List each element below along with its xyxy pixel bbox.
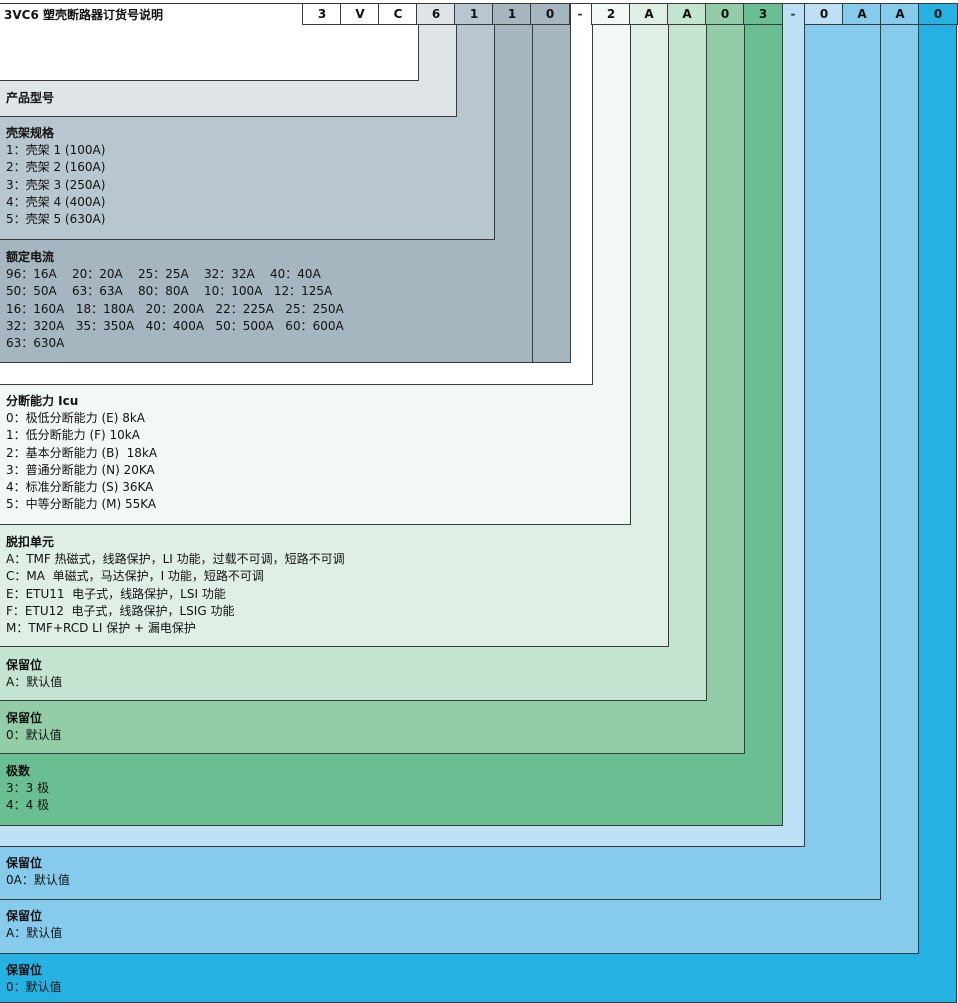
section-product-type: 产品型号	[6, 90, 54, 107]
section-title: 保留位	[6, 856, 43, 870]
section-line: A：默认值	[6, 926, 63, 941]
section-line: C：MA 单磁式，马达保护，I 功能，短路不可调	[6, 569, 264, 584]
section-line: 50：50A 63：63A 80：80A 10：100A 12：125A	[6, 284, 333, 299]
section-line: M：TMF+RCD LI 保护 + 漏电保护	[6, 621, 196, 636]
section-line: 63：630A	[6, 336, 65, 351]
section-frame-size: 壳架规格 1：壳架 1 (100A) 2：壳架 2 (160A) 3：壳架 3 …	[6, 125, 105, 228]
section-title: 保留位	[6, 711, 43, 725]
section-line: 5：中等分断能力 (M) 55KA	[6, 497, 157, 512]
code-digit-5: 1	[454, 3, 494, 25]
section-line: 5：壳架 5 (630A)	[6, 212, 106, 227]
section-line: 3：壳架 3 (250A)	[6, 177, 106, 192]
section-breaking-capacity: 分断能力 Icu 0：极低分断能力 (E) 8kA 1：低分断能力 (F) 10…	[6, 393, 157, 513]
section-rated-current: 额定电流 96：16A 20：20A 25：25A 32：32A 40：40A …	[6, 249, 344, 352]
section-line: 2：基本分断能力 (B) 18kA	[6, 445, 158, 460]
code-separator-2: -	[790, 7, 796, 21]
section-reserved-4: 保留位 A：默认值	[6, 908, 62, 942]
section-reserved-5: 保留位 0：默认值	[6, 962, 62, 996]
section-title: 产品型号	[6, 91, 55, 105]
section-line: 0A：默认值	[6, 873, 70, 888]
section-title: 脱扣单元	[6, 535, 55, 549]
section-line: E：ETU11 电子式，线路保护，LSI 功能	[6, 586, 226, 601]
code-digit-4: 6	[416, 3, 456, 25]
code-digit-14: A	[842, 3, 882, 25]
code-digit-15: A	[880, 3, 920, 25]
code-digit-8: 2	[591, 3, 631, 25]
code-digit-16: 0	[918, 3, 958, 25]
code-digit-12: 3	[743, 3, 783, 25]
section-line: 32：320A 35：350A 40：400A 50：500A 60：600A	[6, 318, 344, 333]
section-line: 0：默认值	[6, 980, 62, 995]
code-digit-3: C	[378, 3, 418, 25]
section-line: 3：3 极	[6, 781, 50, 796]
section-line: 1：低分断能力 (F) 10kA	[6, 428, 140, 443]
section-title: 保留位	[6, 963, 43, 977]
code-digit-2: V	[340, 3, 380, 25]
section-line: A：默认值	[6, 675, 63, 690]
code-digit-1: 3	[302, 3, 342, 25]
code-digit-7: 0	[530, 3, 570, 25]
section-line: 96：16A 20：20A 25：25A 32：32A 40：40A	[6, 267, 321, 282]
section-line: A：TMF 热磁式，线路保护，LI 功能，过载不可调，短路不可调	[6, 552, 345, 567]
section-poles: 极数 3：3 极 4：4 极	[6, 763, 49, 815]
section-line: 4：4 极	[6, 798, 50, 813]
section-line: 3：普通分断能力 (N) 20KA	[6, 462, 155, 477]
section-title: 分断能力 Icu	[6, 394, 79, 408]
section-reserved-1: 保留位 A：默认值	[6, 657, 62, 691]
section-title: 壳架规格	[6, 126, 55, 140]
section-line: 1：壳架 1 (100A)	[6, 143, 106, 158]
code-digit-11: 0	[705, 3, 745, 25]
section-line: 0：极低分断能力 (E) 8kA	[6, 411, 146, 426]
section-line: 16：160A 18：180A 20：200A 22：225A 25：250A	[6, 301, 344, 316]
code-separator-1: -	[577, 7, 583, 21]
section-title: 额定电流	[6, 250, 55, 264]
section-line: 0：默认值	[6, 728, 62, 743]
code-digit-6: 1	[492, 3, 532, 25]
section-line: 4：标准分断能力 (S) 36KA	[6, 480, 154, 495]
section-trip-unit: 脱扣单元 A：TMF 热磁式，线路保护，LI 功能，过载不可调，短路不可调 C：…	[6, 534, 345, 637]
section-line: 4：壳架 4 (400A)	[6, 194, 106, 209]
section-title: 保留位	[6, 658, 43, 672]
section-reserved-2: 保留位 0：默认值	[6, 710, 62, 744]
section-line: 2：壳架 2 (160A)	[6, 160, 106, 175]
section-title: 保留位	[6, 909, 43, 923]
section-line: F：ETU12 电子式，线路保护，LSIG 功能	[6, 603, 235, 618]
code-digit-9: A	[629, 3, 669, 25]
diagram-title: 3VC6 塑壳断路器订货号说明	[4, 7, 163, 22]
code-digit-10: A	[667, 3, 707, 25]
section-title: 极数	[6, 764, 31, 778]
section-reserved-3: 保留位 0A：默认值	[6, 855, 70, 889]
code-digit-13: 0	[804, 3, 844, 25]
